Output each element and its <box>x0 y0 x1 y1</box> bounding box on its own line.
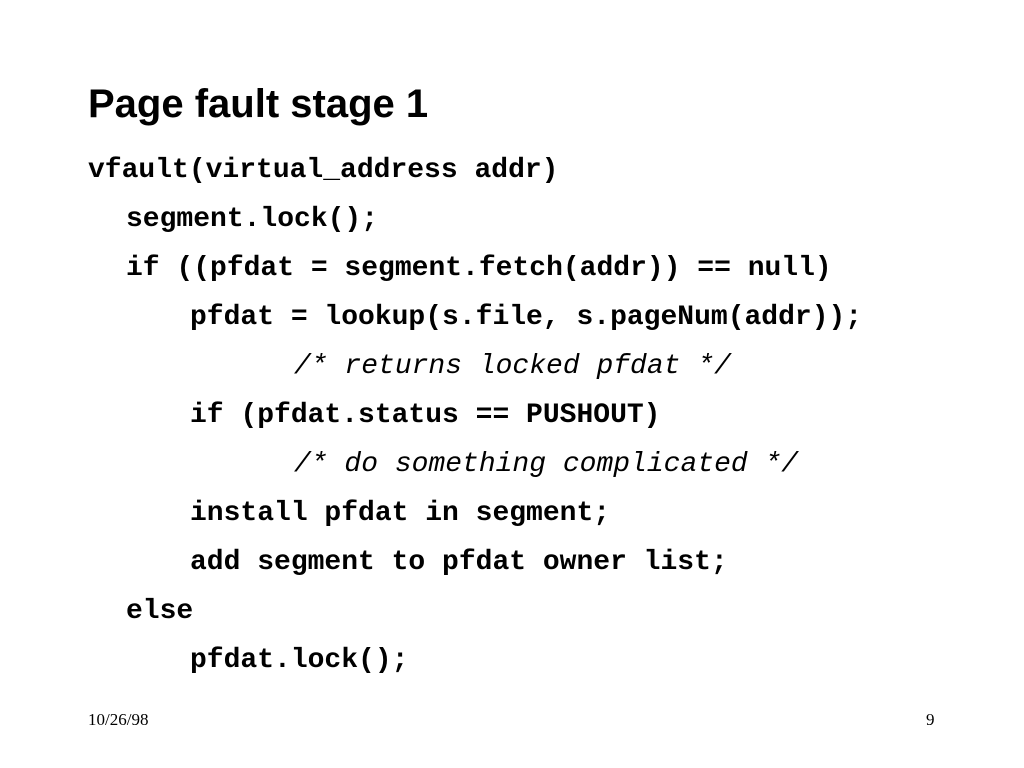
code-line: if ((pfdat = segment.fetch(addr)) == nul… <box>126 253 832 284</box>
code-line: vfault(virtual_address addr) <box>88 155 559 186</box>
code-line: if (pfdat.status == PUSHOUT) <box>190 400 661 431</box>
code-comment: /* returns locked pfdat */ <box>294 351 731 382</box>
code-line: install pfdat in segment; <box>190 498 611 529</box>
code-line: add segment to pfdat owner list; <box>190 547 728 578</box>
slide-title: Page fault stage 1 <box>88 82 429 126</box>
code-comment: /* do something complicated */ <box>294 449 799 480</box>
footer-page-number: 9 <box>926 710 935 729</box>
code-line: pfdat.lock(); <box>190 645 409 676</box>
code-line: pfdat = lookup(s.file, s.pageNum(addr)); <box>190 302 863 333</box>
code-line: segment.lock(); <box>126 204 379 235</box>
code-line: else <box>126 596 194 627</box>
code-block: vfault(virtual_address addr) segment.loc… <box>88 146 862 685</box>
footer-date: 10/26/98 <box>88 710 149 729</box>
